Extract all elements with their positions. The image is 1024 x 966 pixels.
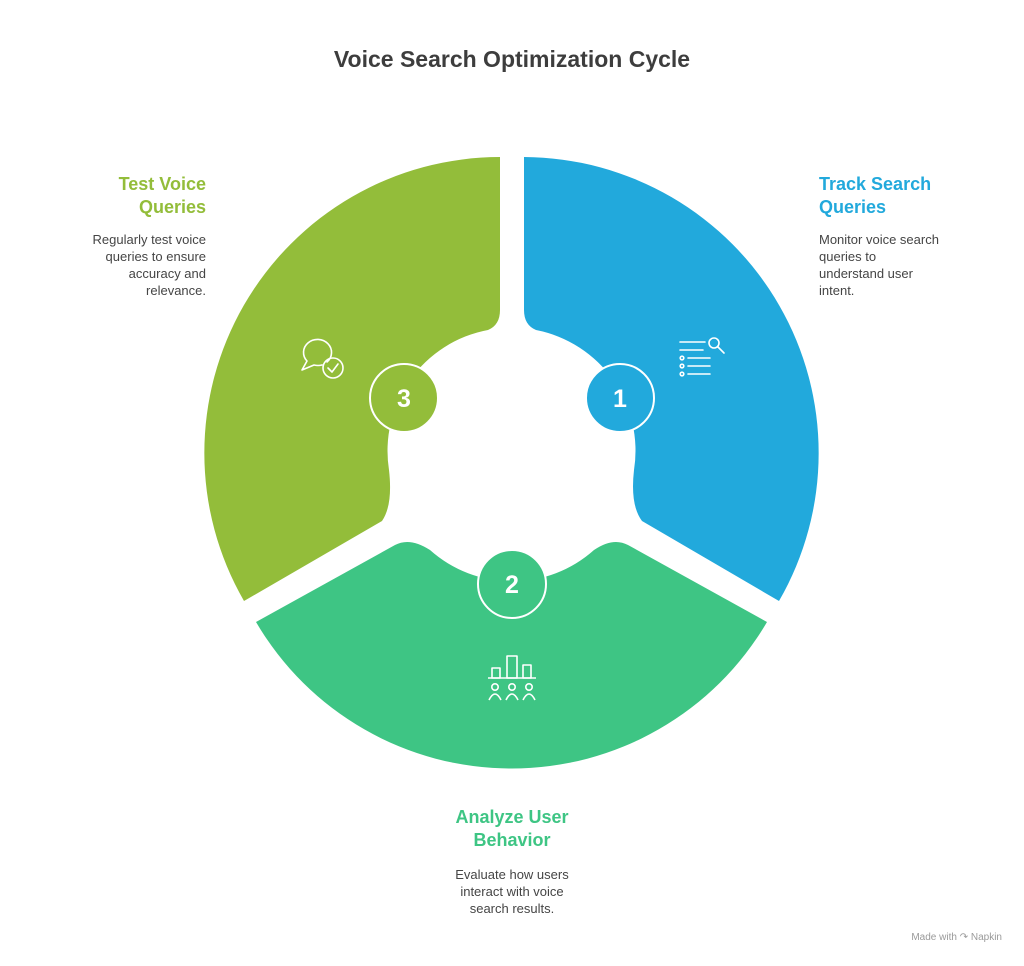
footer-brand: Napkin [970,932,1002,943]
footer-prefix: Made with [911,932,957,943]
chat-check-icon [301,338,344,379]
step-badge-2: 2 [477,549,547,619]
step-2-desc-line: Evaluate how users [455,867,569,882]
users-analytics-icon [488,655,536,701]
step-3-desc-line: Regularly test voice [92,232,206,247]
step-2-desc-line: interact with voice [460,884,564,899]
step-badge-3: 3 [369,363,439,433]
step-3-description: Regularly test voice queries to ensure a… [40,231,206,299]
step-1-desc-line: queries to [819,249,877,264]
step-3-desc-line: accuracy and [128,266,206,281]
step-2-title-line1: Analyze User [455,807,569,827]
step-1-desc-line: understand user [819,266,913,281]
made-with-napkin-credit: Made with ↷ Napkin [911,932,1002,943]
napkin-logo-icon: ↷ [959,932,969,943]
step-number-1: 1 [613,385,627,413]
step-badge-1: 1 [585,363,655,433]
step-3-desc-line: queries to ensure [105,249,206,264]
step-1-title-line2: Queries [819,197,887,217]
step-1-description: Monitor voice search queries to understa… [819,231,939,299]
segment-test-voice-queries [204,157,500,601]
step-1-desc-line: intent. [819,283,855,298]
diagram-title: Voice Search Optimization Cycle [333,46,691,72]
step-2-desc-line: search results. [469,901,555,916]
step-number-2: 2 [505,571,519,599]
step-2-title: Analyze User Behavior [392,806,632,852]
step-2-title-line2: Behavior [473,830,551,850]
step-3-title-line2: Queries [138,197,206,217]
step-2-description: Evaluate how users interact with voice s… [392,866,632,917]
step-1-title: Track Search Queries [819,173,931,219]
step-1-title-line1: Track Search [819,174,932,194]
segment-track-search-queries [524,157,819,601]
step-1-desc-line: Monitor voice search [819,232,939,247]
step-3-title: Test Voice Queries [40,173,206,219]
search-list-icon [679,337,725,377]
step-3-title-line1: Test Voice [118,174,206,194]
step-number-3: 3 [397,385,411,413]
step-3-desc-line: relevance. [146,283,206,298]
